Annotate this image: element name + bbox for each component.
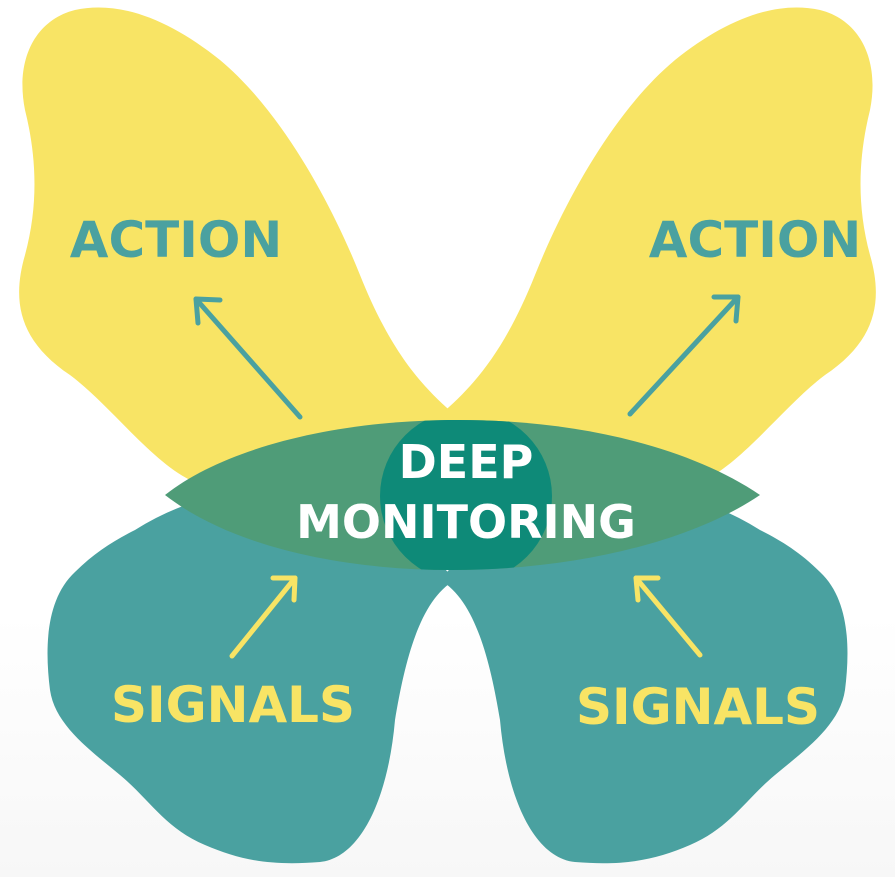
wing-top-left [19,7,456,505]
wing-bottom-right [440,489,848,864]
action-right-label: ACTION [649,211,861,269]
center-title-line-2: MONITORING [296,495,636,549]
signals-left-arrow-icon [229,575,298,659]
signals-left-label: SIGNALS [111,676,355,734]
center-title-line-1: DEEP [399,435,534,489]
center-circle [380,419,552,571]
action-right-arrow-icon [627,294,741,417]
signals-right-arrow-icon [633,575,703,658]
action-left-arrow-icon [193,296,303,420]
wing-bottom-left [47,489,455,864]
wing-top-right [440,7,876,505]
signals-right-label: SIGNALS [576,678,820,736]
action-left-label: ACTION [70,211,282,269]
